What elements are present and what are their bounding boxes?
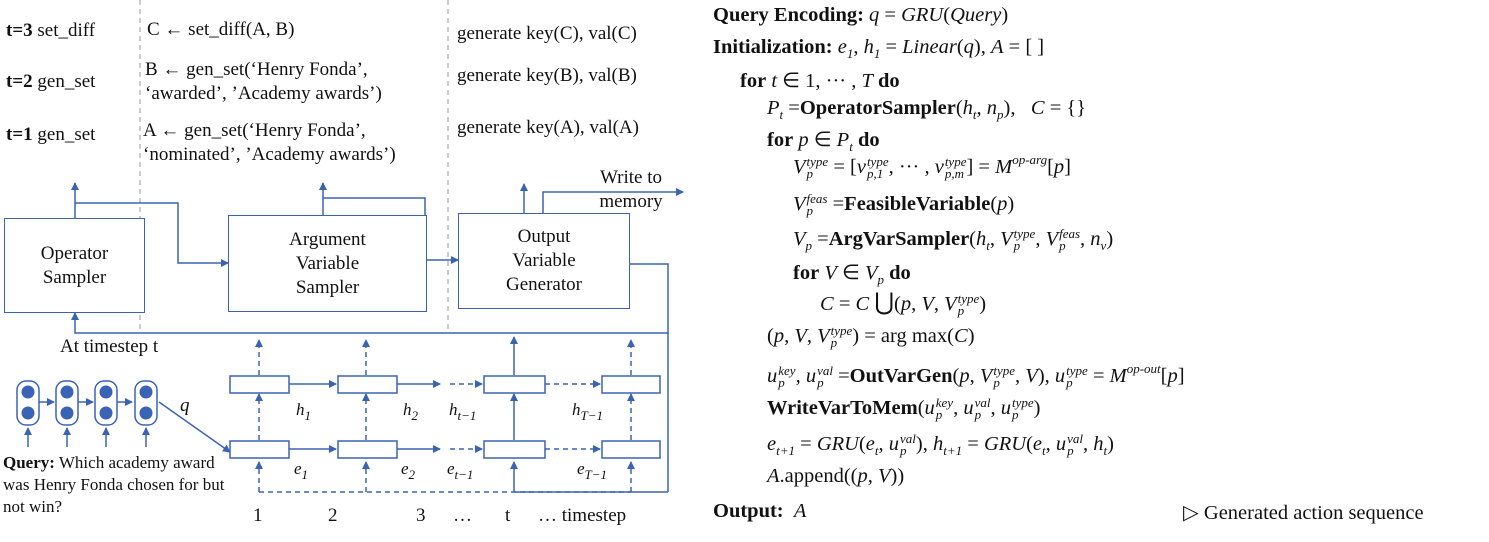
step-3-call: C ← set_diff(A, B): [147, 19, 295, 40]
op-to-arg-arrow: [75, 202, 229, 267]
algo-query-encoding: Query Encoding: q = GRU(Query): [713, 4, 1009, 26]
eT-1-label: eT−1: [577, 459, 608, 482]
q-arrow: [158, 401, 231, 453]
algo-initialization: Initialization: e1, h1 = Linear(q), A = …: [713, 36, 1045, 61]
algo-for-p: for p ∈ Pt do: [767, 129, 880, 154]
timestep-t: t: [505, 505, 511, 526]
h-cells: [229, 375, 661, 394]
step-1-label: t=1 gen_set: [6, 124, 96, 145]
e2-label: e2: [401, 459, 416, 482]
timestep-1: 1: [253, 505, 263, 526]
h1-label: h1: [296, 400, 311, 423]
step-1-generate: generate key(A), val(A): [457, 117, 639, 138]
timestep-ellipsis: …: [453, 505, 472, 526]
algo-output: Output: A: [713, 500, 807, 522]
step-3-generate: generate key(C), val(C): [457, 23, 637, 44]
algo-pt: Pt =OperatorSampler(ht, np), C = {}: [767, 97, 1087, 122]
operator-sampler-box: Operator Sampler: [4, 218, 145, 313]
output-variable-generator-box: Output Variable Generator: [458, 213, 630, 309]
h2-label: h2: [403, 400, 418, 423]
algorithm-panel: Query Encoding: q = GRU(Query) Initializ…: [713, 0, 1483, 542]
write-memory-arrow: [542, 188, 684, 213]
et-1-label: et−1: [447, 459, 474, 482]
write-to-memory-label: Write to memory: [599, 167, 663, 212]
e1-label: e1: [294, 459, 309, 482]
query-text: Query: Which academy award was Henry Fon…: [3, 453, 225, 516]
argument-variable-sampler-box: Argument Variable Sampler: [228, 215, 427, 312]
e-cells: [229, 440, 661, 459]
algo-append: A.append((p, V)): [767, 465, 905, 487]
step-2-label: t=2 gen_set: [6, 71, 96, 92]
q-label: q: [180, 395, 190, 416]
algo-comment: ▷ Generated action sequence: [1183, 502, 1424, 524]
algo-for-t: for t ∈ 1, ··· , T do: [740, 70, 900, 92]
timestep-3: 3: [416, 505, 426, 526]
step-1-call: A ← gen_set(‘Henry Fonda’,‘nominated’, ’…: [143, 120, 396, 165]
step-3-label: t=3 set_diff: [6, 20, 96, 41]
at-timestep-label: At timestep t: [60, 336, 159, 357]
step-2-generate: generate key(B), val(B): [457, 65, 637, 86]
timestep-label: … timestep: [538, 505, 627, 526]
query-gru-cells: [16, 380, 158, 426]
hT-1-label: hT−1: [572, 400, 604, 423]
algo-for-v: for V ∈ Vp do: [793, 262, 911, 287]
step-2-call: B ← gen_set(‘Henry Fonda’,‘awarded’, ’Ac…: [145, 59, 382, 104]
architecture-diagram: t=3 set_diff t=2 gen_set t=1 gen_set C ←…: [0, 0, 700, 542]
diagram-lines: [16, 0, 684, 493]
ht-1-label: ht−1: [449, 400, 477, 423]
timestep-2: 2: [328, 505, 338, 526]
